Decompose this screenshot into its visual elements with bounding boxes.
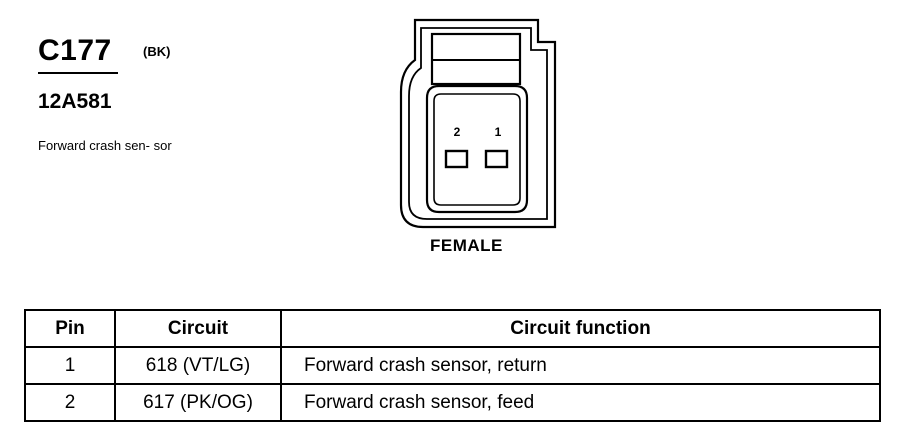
cell-pin: 2: [24, 383, 116, 422]
connector-housing-outer: [399, 18, 557, 229]
pin-label-1: 1: [495, 125, 502, 139]
connector-color-code: (BK): [143, 44, 171, 59]
table-row: 1 618 (VT/LG) Forward crash sensor, retu…: [24, 346, 881, 385]
pin-terminal-1: [484, 149, 509, 169]
cell-circuit-function: Forward crash sensor, feed: [280, 383, 881, 422]
connector-housing-inner: [408, 27, 548, 220]
pin-label-2: 2: [454, 125, 461, 139]
connector-description: Forward crash sen- sor: [38, 138, 172, 153]
header-circuit: Circuit: [114, 309, 282, 348]
cell-pin: 1: [24, 346, 116, 385]
connector-gender-label: FEMALE: [430, 236, 503, 255]
header-pin: Pin: [24, 309, 116, 348]
pin-cavity-inner: [433, 93, 521, 206]
cell-circuit: 618 (VT/LG): [114, 346, 282, 385]
part-number: 12A581: [38, 90, 112, 113]
table-row: 2 617 (PK/OG) Forward crash sensor, feed: [24, 383, 881, 422]
cell-circuit-function: Forward crash sensor, return: [280, 346, 881, 385]
connector-face-diagram: 2 1: [399, 18, 557, 229]
cell-circuit: 617 (PK/OG): [114, 383, 282, 422]
pin-terminal-2: [444, 149, 469, 169]
connector-id: C177: [38, 34, 112, 67]
header-circuit-function: Circuit function: [280, 309, 881, 348]
pin-cavity-body: [425, 84, 529, 214]
table-header-row: Pin Circuit Circuit function: [24, 309, 881, 348]
pinout-table: Pin Circuit Circuit function 1 618 (VT/L…: [24, 309, 881, 422]
connector-id-underline: [38, 72, 118, 74]
